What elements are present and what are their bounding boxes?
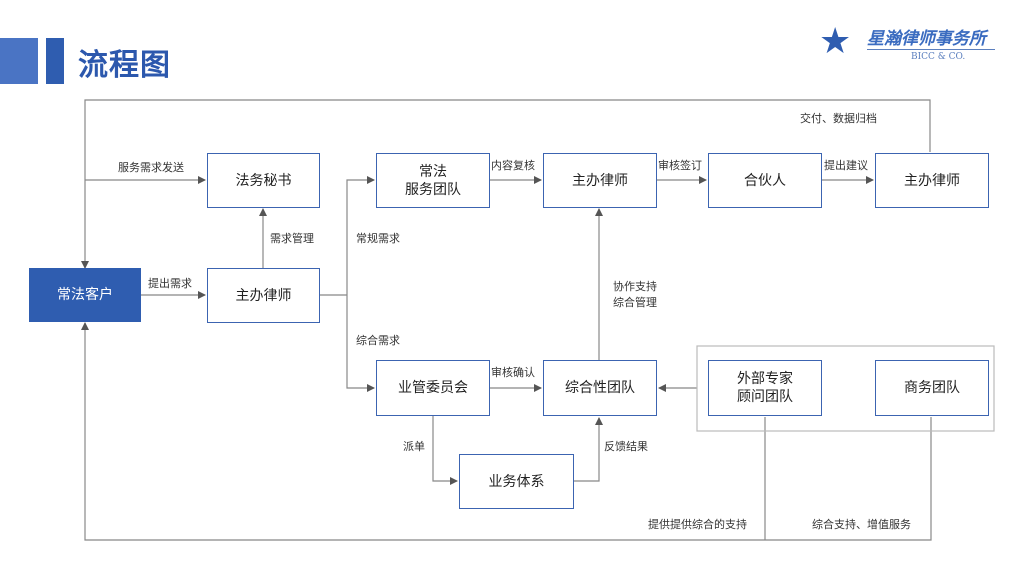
label-dispatch: 派单 (403, 440, 425, 453)
logo-english-name: BICC & CO. (911, 52, 966, 62)
connector-outer-top (81, 99, 931, 269)
node-lead-lawyer-mid: 主办律师 (543, 153, 657, 208)
label-bottom-right: 综合支持、增值服务 (812, 518, 911, 531)
connector-feedback (574, 417, 603, 482)
label-collab-manage: 综合管理 (613, 296, 657, 309)
label-proposal: 提出建议 (824, 159, 868, 172)
logo-chinese-name: 星瀚律师事务所 (867, 29, 986, 49)
label-collab-support: 协作支持 (613, 280, 657, 293)
node-integrated-team: 综合性团队 (543, 360, 657, 416)
node-lead-lawyer-right: 主办律师 (875, 153, 989, 208)
node-lead-lawyer-left: 主办律师 (207, 268, 320, 323)
external-group-frame (696, 345, 995, 432)
node-committee: 业管委员会 (376, 360, 490, 416)
label-bottom-left: 提供提供综合的支持 (648, 518, 747, 531)
star-logo-icon: ★ (819, 21, 852, 62)
label-feedback: 反馈结果 (604, 440, 648, 453)
node-service-team: 常法 服务团队 (376, 153, 490, 208)
connector-comprehensive (346, 295, 375, 392)
node-partner: 合伙人 (708, 153, 822, 208)
label-internal-review: 内容复核 (491, 159, 535, 172)
node-commerce-team: 商务团队 (875, 360, 989, 416)
label-raise-demand: 提出需求 (148, 277, 192, 290)
firm-logo: ★ 星瀚律师事务所 BICC & CO. (815, 22, 1005, 66)
label-demand-mgmt: 需求管理 (270, 232, 314, 245)
node-business-system: 业务体系 (459, 454, 574, 509)
header-accent-bar-small (46, 38, 64, 84)
label-service-request: 服务需求发送 (118, 161, 184, 174)
node-secretary: 法务秘书 (207, 153, 320, 208)
page-title: 流程图 (78, 48, 171, 83)
label-top-right: 交付、数据归档 (800, 112, 877, 125)
connector-dispatch (432, 416, 458, 485)
label-comprehensive-demand: 综合需求 (356, 334, 400, 347)
header-accent-bar (0, 38, 38, 84)
label-review-sign: 审核签订 (658, 159, 702, 172)
node-expert-team: 外部专家 顾问团队 (708, 360, 822, 416)
node-client: 常法客户 (29, 268, 141, 322)
connector-routine (346, 176, 375, 295)
label-approve-confirm: 审核确认 (491, 366, 535, 379)
logo-divider (867, 49, 995, 50)
connector-outer-bottom (81, 322, 932, 541)
label-routine-demand: 常规需求 (356, 232, 400, 245)
